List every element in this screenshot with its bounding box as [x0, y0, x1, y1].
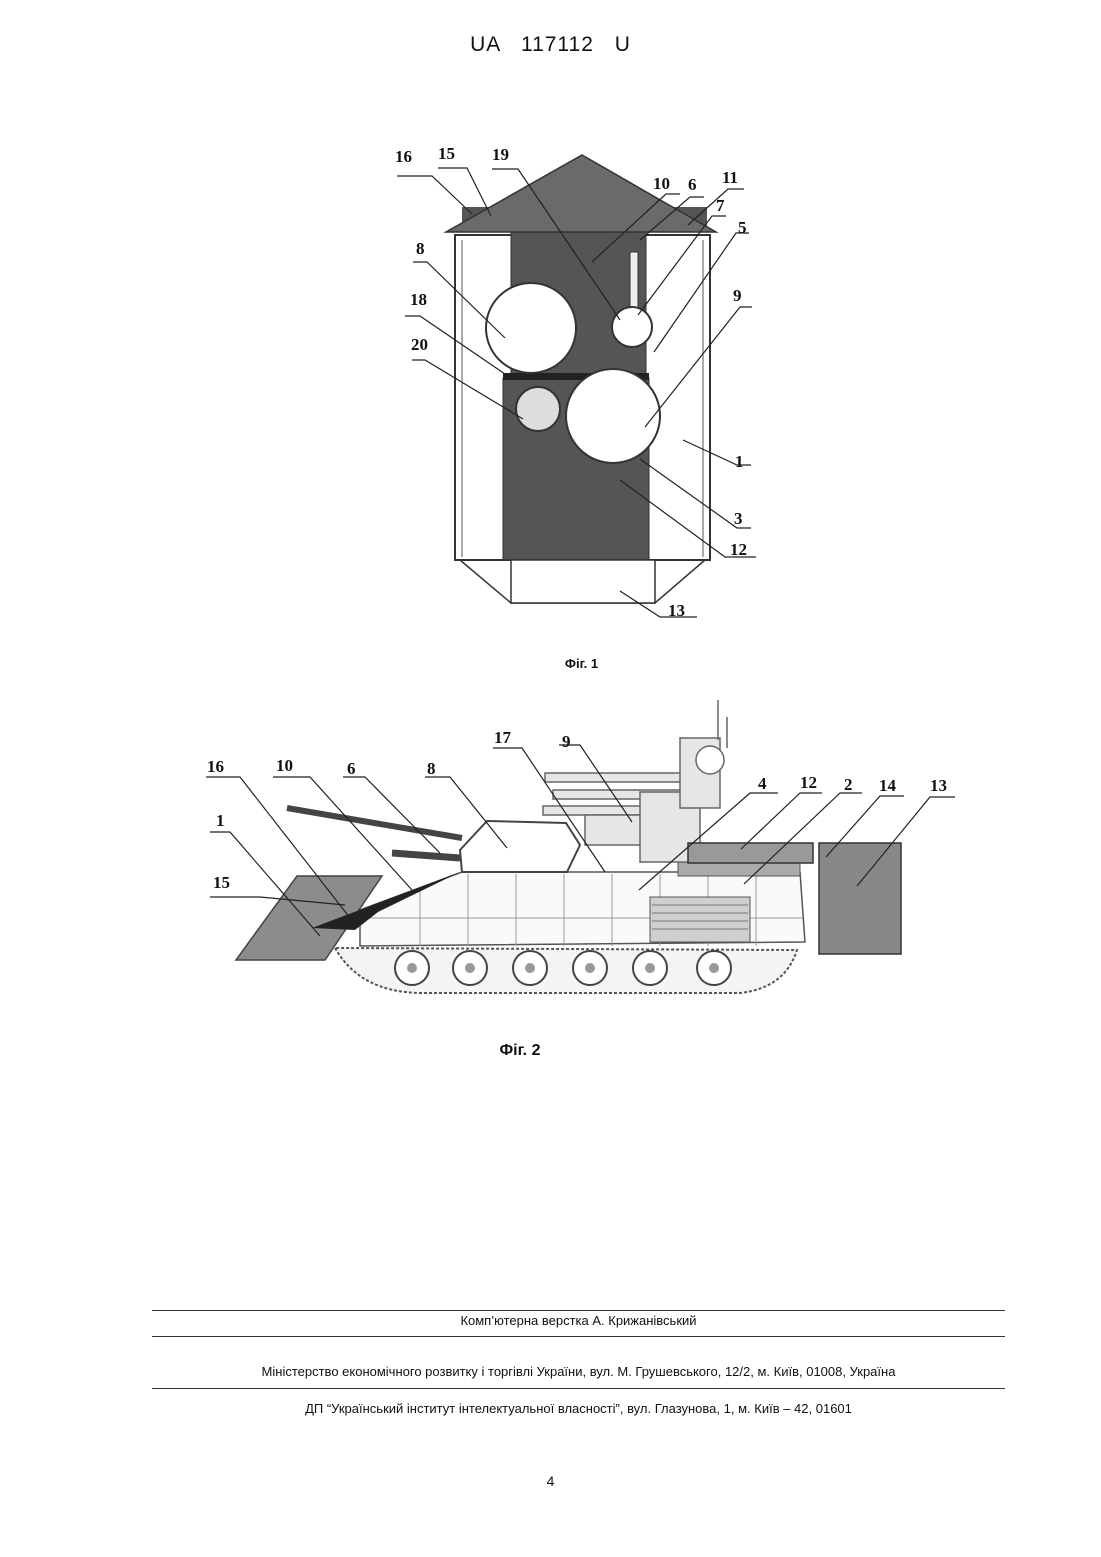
fig2-label-14: 14	[879, 776, 897, 795]
institute-address: ДП “Український інститут інтелектуальної…	[152, 1401, 1005, 1416]
layout-credit: Комп’ютерна верстка А. Крижанівський	[152, 1313, 1005, 1328]
fig1-label-6: 6	[688, 175, 697, 194]
circle-6	[612, 307, 652, 347]
fig1-label-10: 10	[653, 174, 670, 193]
fig1-label-1: 1	[735, 452, 744, 471]
main-gun-barrel	[287, 808, 462, 838]
secondary-gun-barrel	[392, 853, 460, 858]
figure-1-caption: Фіг. 1	[0, 656, 1101, 671]
fig2-label-13: 13	[930, 776, 947, 795]
ministry-address: Міністерство економічного розвитку і тор…	[152, 1364, 1005, 1379]
fig1-label-5: 5	[738, 218, 747, 237]
fig2-label-9: 9	[562, 732, 571, 751]
circle-8	[486, 283, 576, 373]
rear-block-13	[819, 843, 901, 954]
fig2-label-15: 15	[213, 873, 230, 892]
fig1-label-15: 15	[438, 144, 455, 163]
rear-deck	[678, 862, 800, 876]
turret	[460, 821, 580, 872]
fig1-label-20: 20	[411, 335, 428, 354]
fig2-label-6: 6	[347, 759, 356, 778]
fig2-label-2: 2	[844, 775, 853, 794]
page-number: 4	[0, 1473, 1101, 1489]
figure-2-caption: Фіг. 2	[0, 1042, 1040, 1060]
footer-rule-middle	[152, 1336, 1005, 1337]
fig1-label-8: 8	[416, 239, 425, 258]
bottom-box	[511, 560, 655, 603]
fig1-label-7: 7	[716, 196, 725, 215]
fig1-label-19: 19	[492, 145, 509, 164]
fig1-label-12: 12	[730, 540, 747, 559]
fig1-label-9: 9	[733, 286, 742, 305]
fig2-label-16: 16	[207, 757, 224, 776]
fig2-label-10: 10	[276, 756, 293, 775]
fig2-label-12: 12	[800, 773, 817, 792]
fig1-label-18: 18	[410, 290, 427, 309]
fig1-label-13: 13	[668, 601, 685, 620]
fig1-label-16: 16	[395, 147, 412, 166]
slot-element	[630, 252, 638, 310]
footer-rule-bottom	[152, 1388, 1005, 1389]
circle-9	[566, 369, 660, 463]
footer-rule-top	[152, 1310, 1005, 1311]
fig2-label-8: 8	[427, 759, 436, 778]
fig2-label-4: 4	[758, 774, 767, 793]
fig2-label-1: 1	[216, 811, 225, 830]
fig1-label-3: 3	[734, 509, 743, 528]
rear-block-12	[688, 843, 813, 863]
circle-20	[516, 387, 560, 431]
fig1-label-11: 11	[722, 168, 738, 187]
engine-grille	[650, 897, 750, 942]
fig2-label-17: 17	[494, 728, 512, 747]
